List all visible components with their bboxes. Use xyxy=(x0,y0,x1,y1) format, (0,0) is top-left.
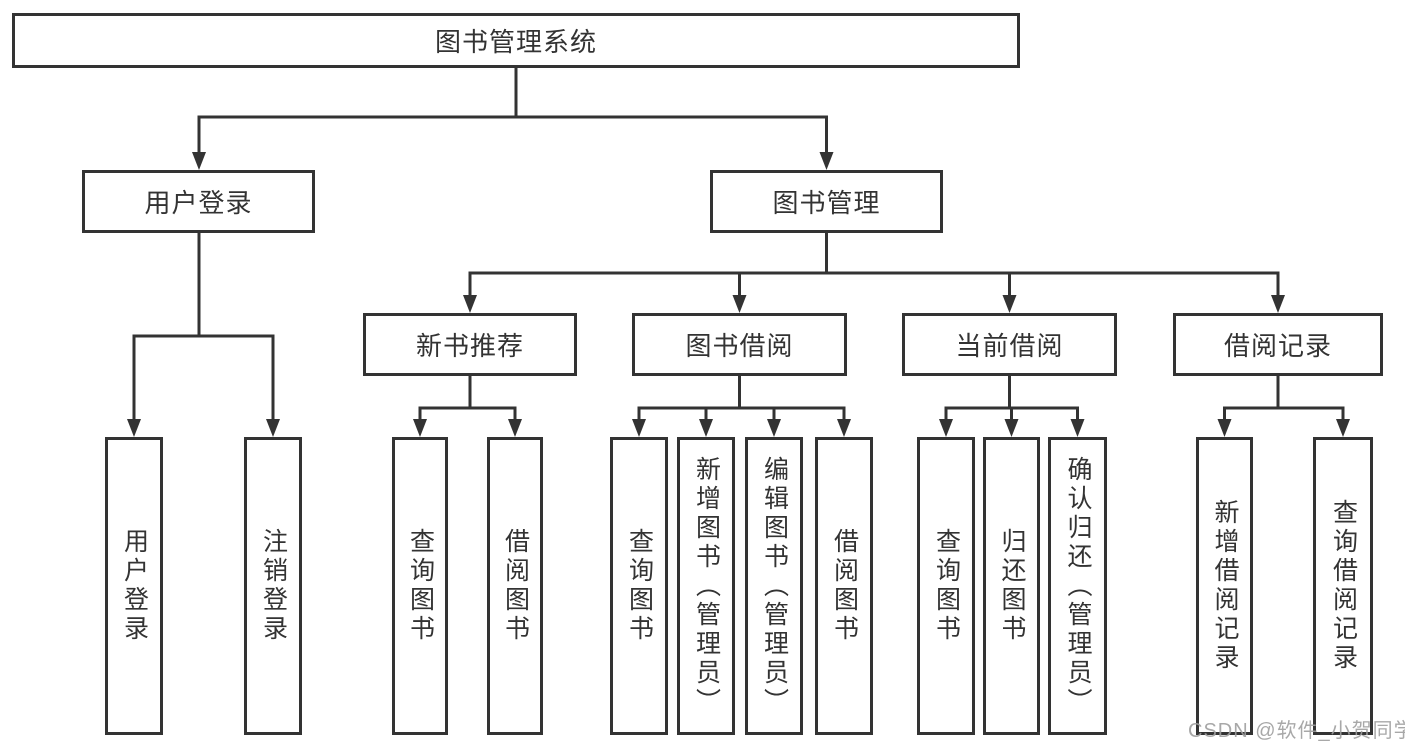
node-label: 用户登录 xyxy=(144,188,253,218)
node-library-management-system: 图书管理系统 xyxy=(12,13,1020,68)
node-label: 查询图书 xyxy=(932,528,961,644)
leaf-cb-return-books: 归还图书 xyxy=(983,437,1040,735)
node-label: 新书推荐 xyxy=(415,331,524,361)
node-label: 编辑图书（管理员） xyxy=(760,455,789,717)
node-label: 注销登录 xyxy=(259,528,288,644)
node-label: 借阅记录 xyxy=(1223,331,1332,361)
node-label: 当前借阅 xyxy=(955,331,1064,361)
node-label: 新增图书（管理员） xyxy=(692,455,721,717)
leaf-cb-query-books: 查询图书 xyxy=(917,437,975,735)
leaf-bb-add-books-admin: 新增图书（管理员） xyxy=(677,437,735,735)
node-label: 图书管理系统 xyxy=(434,27,597,57)
node-book-borrowing: 图书借阅 xyxy=(632,313,847,376)
leaf-nb-borrow-books: 借阅图书 xyxy=(487,437,543,735)
leaf-nb-query-books: 查询图书 xyxy=(392,437,448,735)
node-label: 用户登录 xyxy=(120,528,149,644)
node-borrowing-records: 借阅记录 xyxy=(1173,313,1383,376)
leaf-user-login: 用户登录 xyxy=(105,437,163,735)
node-label: 查询借阅记录 xyxy=(1329,499,1358,673)
node-current-borrowing: 当前借阅 xyxy=(902,313,1117,376)
leaf-cb-confirm-return-admin: 确认归还（管理员） xyxy=(1048,437,1107,735)
csdn-watermark: CSDN @软件_小贺同学 xyxy=(1188,720,1405,742)
node-label: 借阅图书 xyxy=(830,528,859,644)
node-label: 归还图书 xyxy=(998,528,1026,644)
leaf-br-add-record: 新增借阅记录 xyxy=(1196,437,1253,735)
leaf-bb-edit-books-admin: 编辑图书（管理员） xyxy=(745,437,803,735)
node-new-book-recommend: 新书推荐 xyxy=(363,313,577,376)
leaf-bb-query-books: 查询图书 xyxy=(610,437,668,735)
node-label: 查询图书 xyxy=(625,528,654,644)
node-label: 确认归还（管理员） xyxy=(1064,455,1092,717)
leaf-br-query-record: 查询借阅记录 xyxy=(1313,437,1373,735)
arrowhead-icons xyxy=(127,152,1350,437)
leaf-bb-borrow-books: 借阅图书 xyxy=(815,437,873,735)
node-label: 借阅图书 xyxy=(501,528,530,644)
node-book-management: 图书管理 xyxy=(710,170,943,233)
node-label: 图书管理 xyxy=(772,188,881,218)
node-label: 新增借阅记录 xyxy=(1211,499,1239,673)
node-user-login: 用户登录 xyxy=(82,170,315,233)
leaf-logout: 注销登录 xyxy=(244,437,302,735)
node-label: 图书借阅 xyxy=(685,331,794,361)
node-label: 查询图书 xyxy=(406,528,435,644)
